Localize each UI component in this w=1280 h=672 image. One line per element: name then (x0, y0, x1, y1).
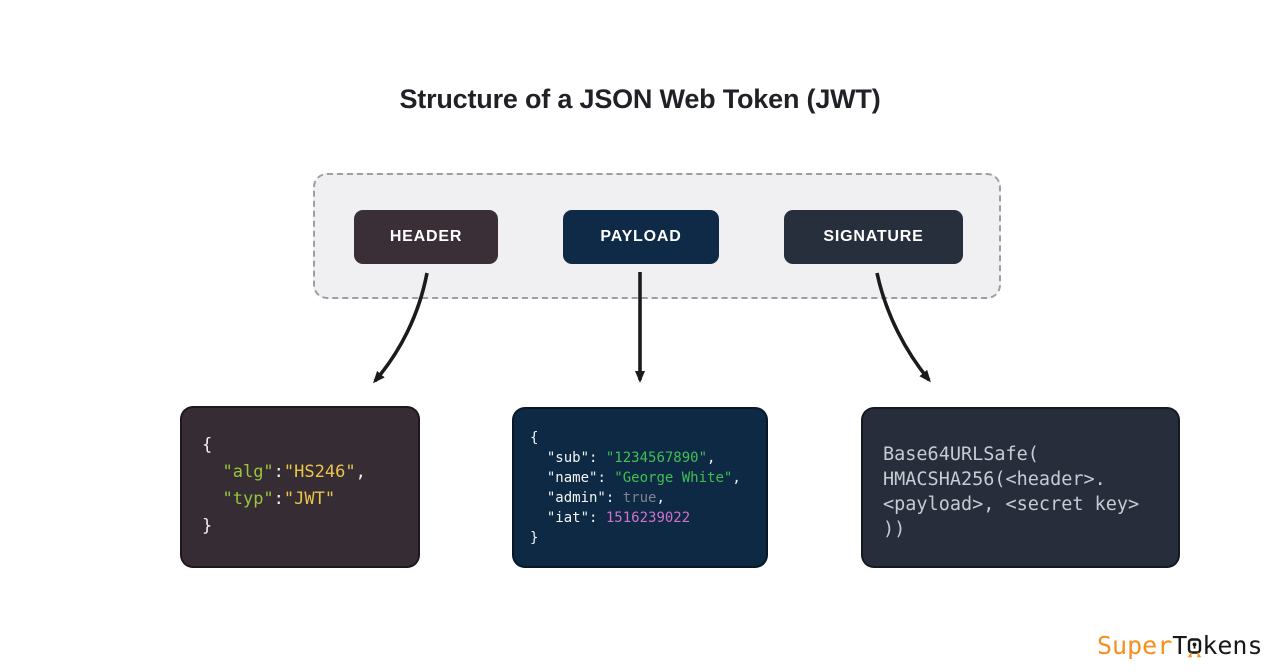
page-title: Structure of a JSON Web Token (JWT) (399, 84, 881, 114)
chip-payload: PAYLOAD (563, 210, 719, 264)
chip-signature-label: SIGNATURE (823, 228, 924, 245)
signature-code-card: Base64URLSafe(HMACSHA256(<header>.<paylo… (861, 407, 1180, 568)
chip-header: HEADER (354, 210, 498, 264)
chip-header-label: HEADER (389, 228, 463, 245)
logo-t-text: T (1172, 630, 1188, 660)
chip-signature: SIGNATURE (784, 210, 963, 264)
jwt-parts-container: HEADER PAYLOAD SIGNATURE (313, 173, 1001, 299)
payload-code-card: { "sub": "1234567890", "name": "George W… (512, 407, 768, 568)
logo-kens-text: kens (1202, 630, 1263, 660)
header-code-card: { "alg":"HS246", "typ":"JWT"} (180, 406, 420, 568)
chip-payload-label: PAYLOAD (600, 228, 682, 245)
logo-super-text: Super (1097, 630, 1173, 660)
lock-icon (1187, 638, 1202, 658)
